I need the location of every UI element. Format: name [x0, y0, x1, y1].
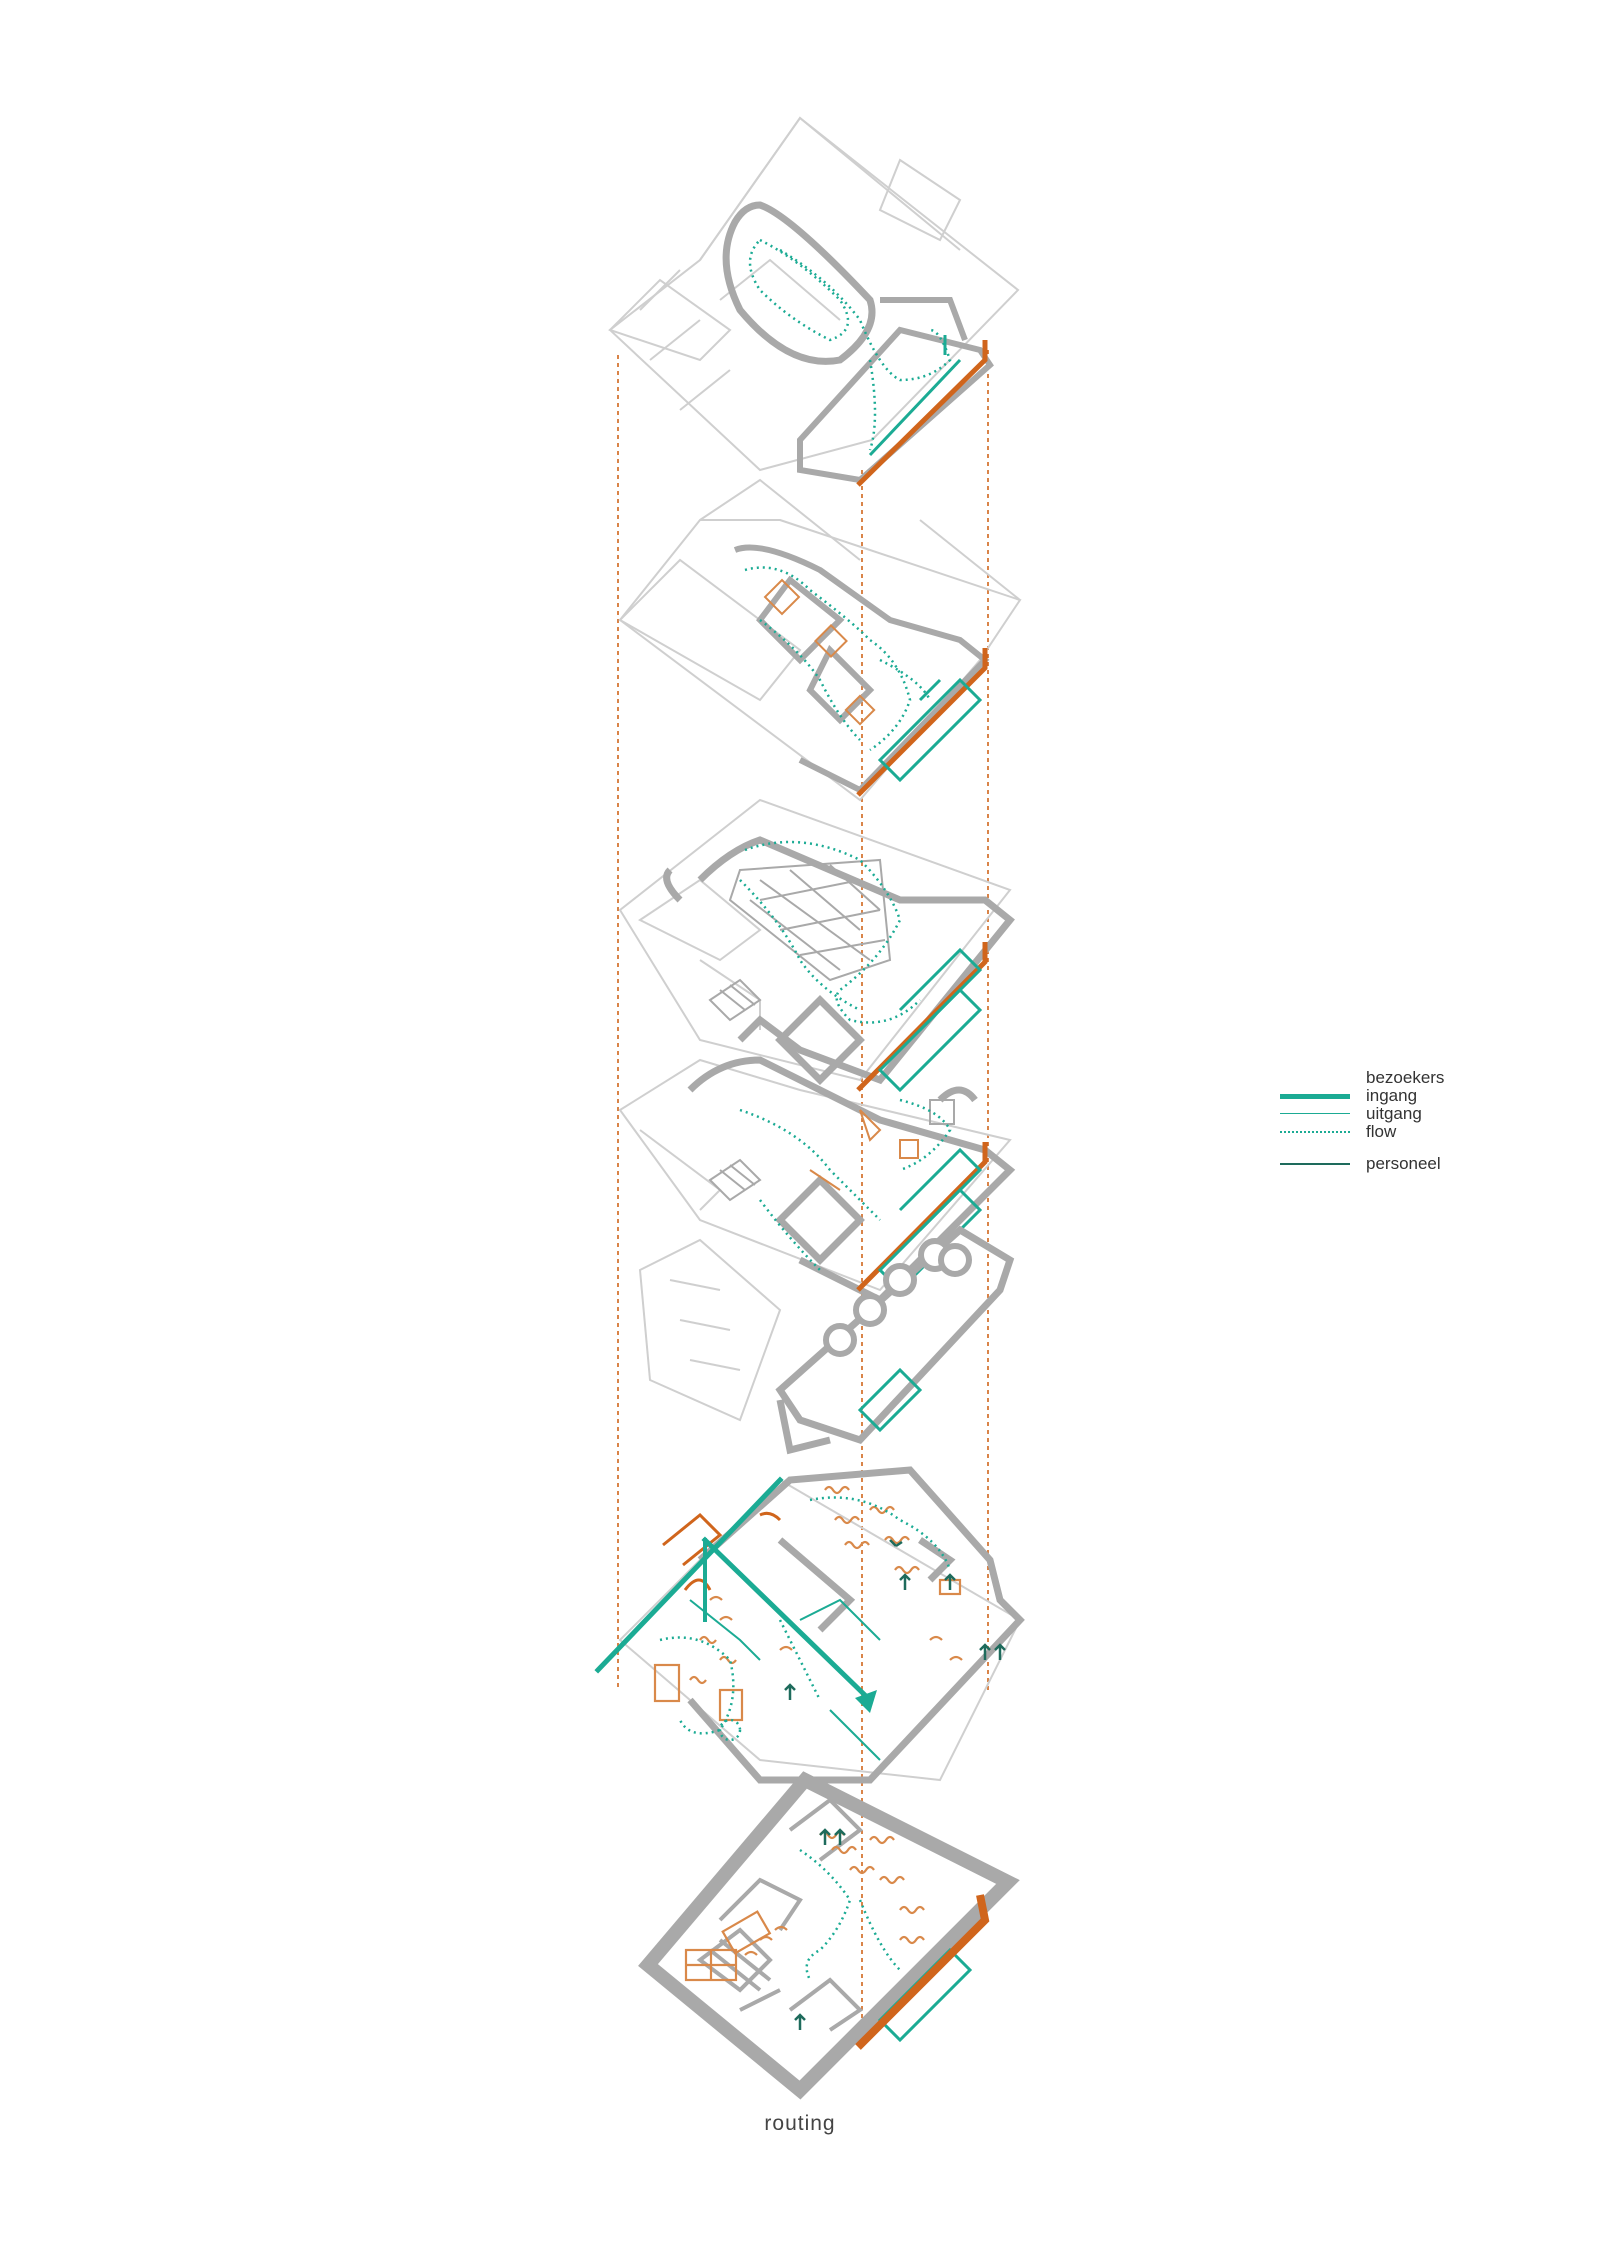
floor-plan-level-2 — [618, 1056, 1016, 1305]
orange-facade-top — [856, 340, 988, 487]
visitor-exit-route — [689, 1598, 881, 1761]
oval-gallery — [722, 201, 876, 365]
legend-item-label: flow — [1366, 1122, 1397, 1141]
floor-plan-basement — [638, 1771, 1020, 2100]
staff-arrows-basement — [794, 1828, 846, 2030]
projection-lines — [617, 350, 989, 2030]
orange-furniture-ground — [653, 1485, 963, 1722]
grid-skylight — [728, 858, 892, 982]
diagram-caption: routing — [764, 2112, 836, 2135]
legend-group-row: bezoekers — [1280, 1068, 1500, 1088]
floor-plan-level-3 — [618, 798, 1015, 1093]
legend: bezoekers ingang uitgang flow personeel — [1280, 1068, 1500, 1208]
legend-swatch-solid — [1280, 1163, 1350, 1165]
orange-furniture-l2 — [763, 578, 876, 726]
visitor-flow-basement — [799, 1848, 901, 1981]
visitor-flow-l2 — [744, 566, 932, 752]
floor-plan-level-5 — [608, 116, 1020, 487]
visitor-entrance-route — [594, 1476, 874, 1704]
orange-furniture-l4 — [809, 1109, 919, 1191]
visitor-flow-ground — [659, 1496, 952, 1742]
visitor-flow-l4 — [739, 1098, 952, 1271]
legend-item-personeel: personeel — [1280, 1154, 1500, 1174]
entrance-arrowhead — [855, 1690, 877, 1713]
legend-item-flow: flow — [1280, 1122, 1500, 1142]
basement-outer-wall — [638, 1771, 1020, 2100]
legend-group-label: bezoekers — [1366, 1068, 1445, 1087]
legend-swatch-dotted — [1280, 1131, 1350, 1133]
legend-item-label: uitgang — [1366, 1104, 1422, 1123]
orange-facade-l3 — [856, 942, 988, 1092]
legend-item-label: personeel — [1366, 1154, 1441, 1173]
floor-plan-level-4 — [618, 478, 1022, 802]
legend-item-uitgang: uitgang — [1280, 1104, 1500, 1124]
entrance-door-arc — [662, 1512, 723, 1567]
legend-swatch-thick — [1280, 1094, 1350, 1099]
legend-item-ingang: ingang — [1280, 1086, 1500, 1106]
floor-plan-ground — [618, 1466, 1025, 1784]
legend-swatch-thin — [1280, 1113, 1350, 1114]
legend-item-label: ingang — [1366, 1086, 1418, 1105]
orange-facade-l4 — [856, 1142, 988, 1292]
visitor-flow-l3 — [739, 840, 921, 1024]
orange-facade-basement — [855, 1894, 990, 2050]
floor-plan-level-1 — [638, 1225, 1015, 1455]
round-columns — [823, 1238, 972, 1357]
staff-arrows-ground — [784, 1539, 1006, 1700]
orange-facade-l2 — [856, 648, 988, 797]
